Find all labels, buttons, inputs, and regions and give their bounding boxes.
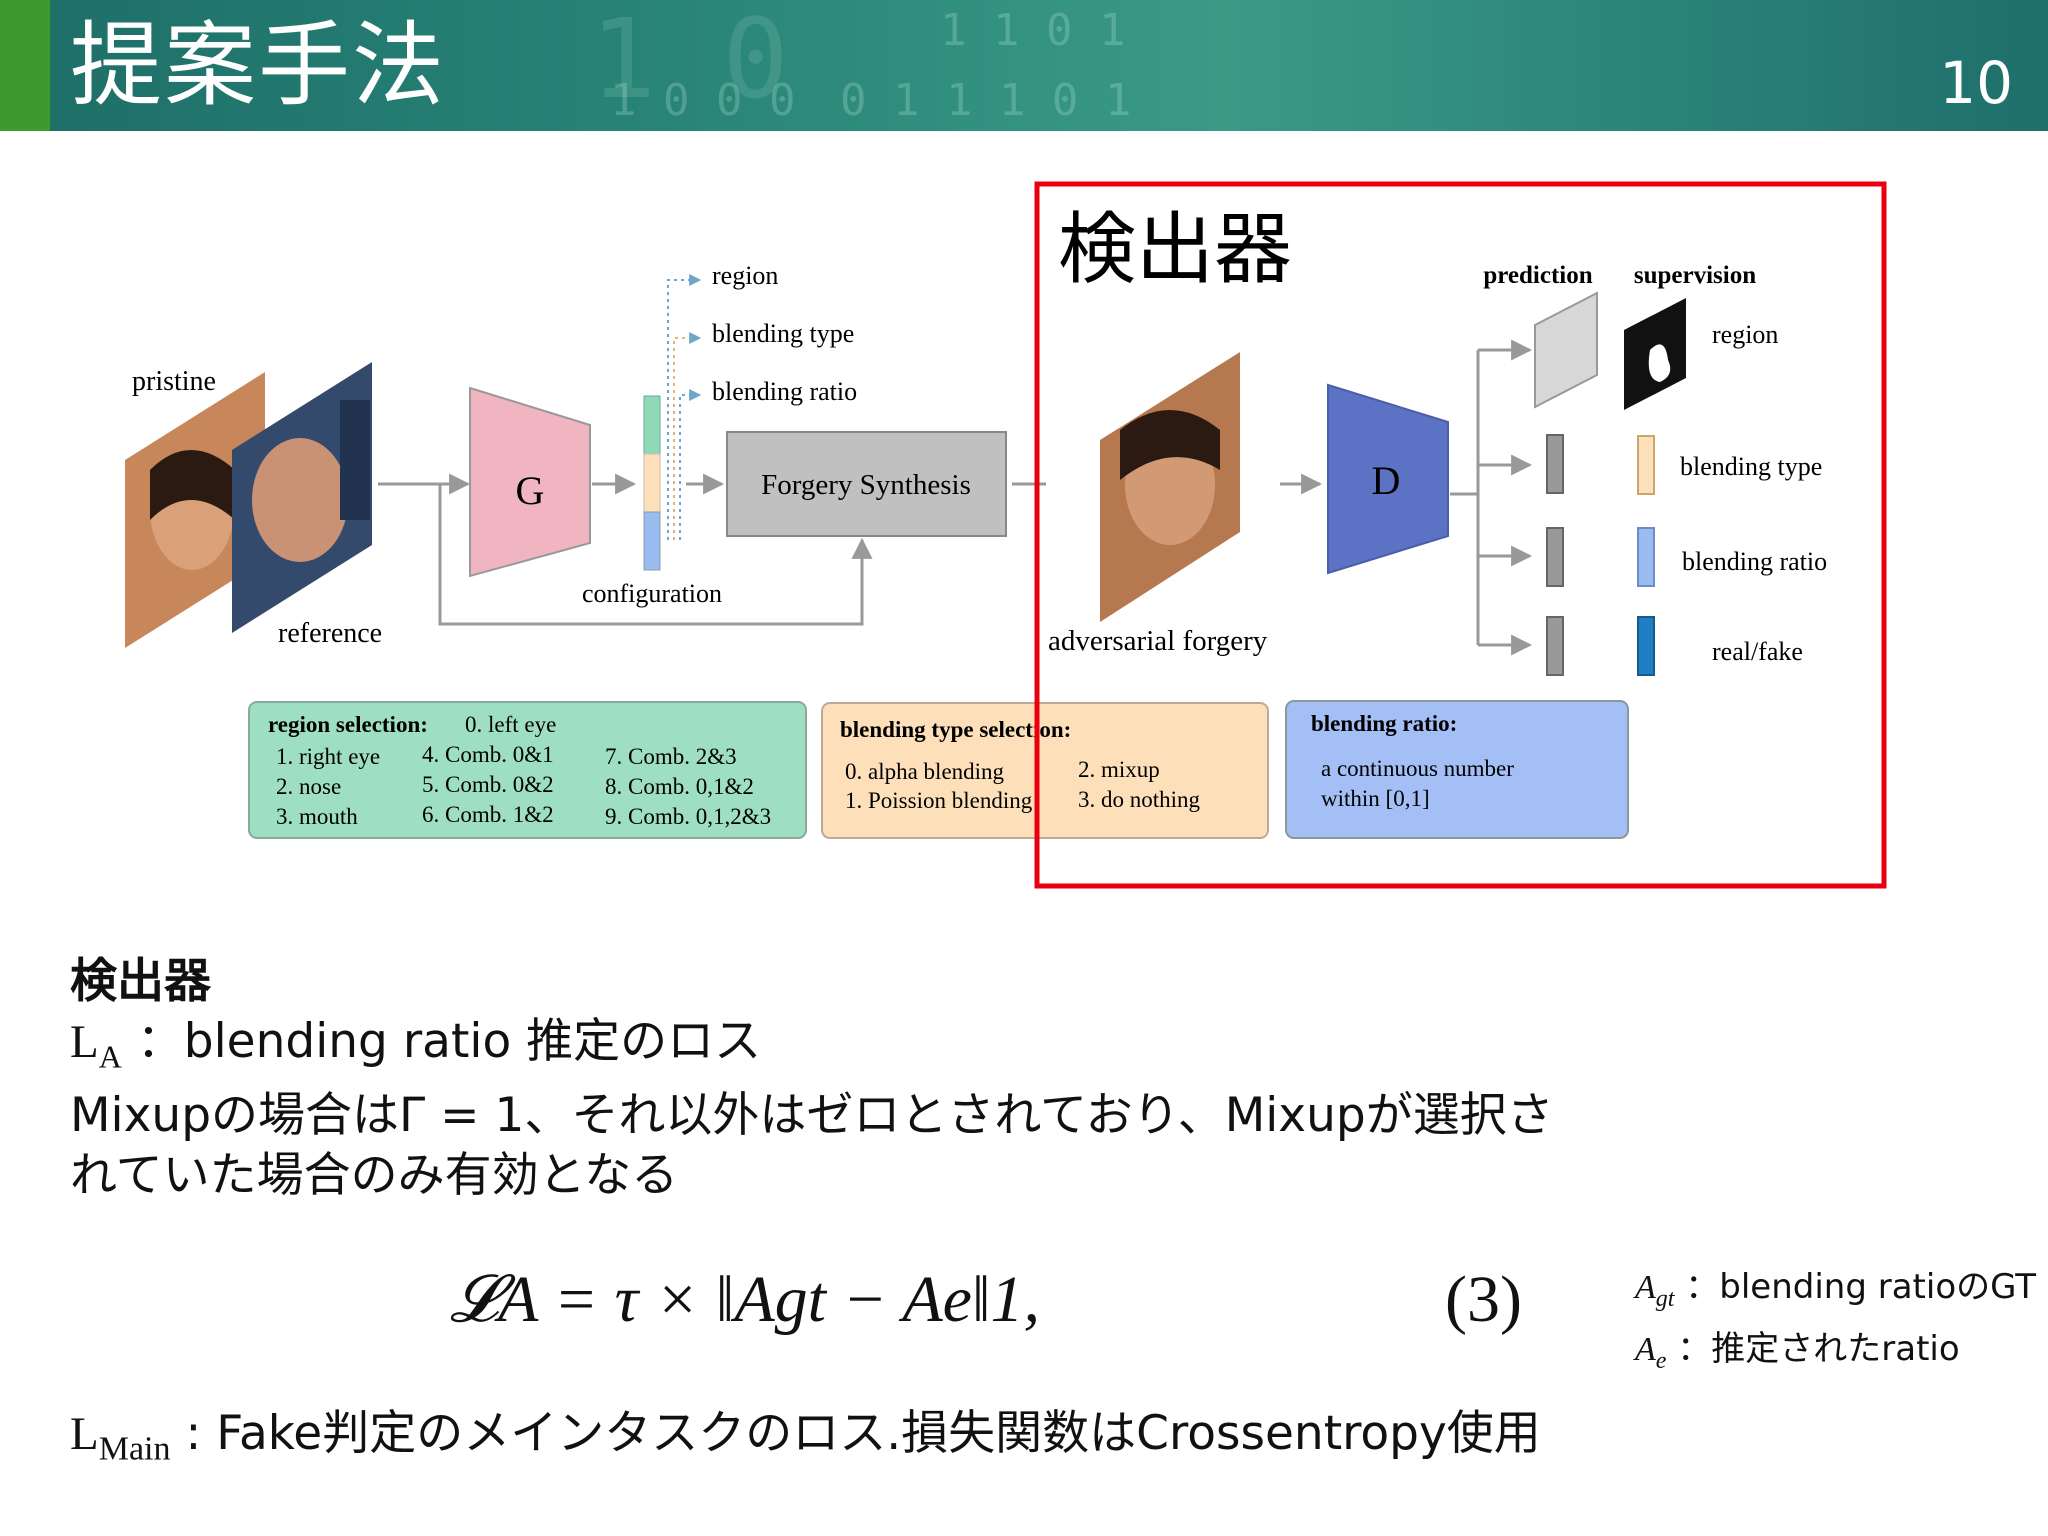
page-number: 10 — [1939, 49, 2013, 117]
region-option: 7. Comb. 2&3 — [605, 744, 737, 769]
output-blending-type-label: blending type — [712, 319, 854, 348]
discriminator-block — [1327, 383, 1449, 575]
explanation-text: 検出器 LA ：blending ratio 推定のロス Mixupの場合はΓ … — [70, 952, 1670, 1206]
output-blending-ratio-label: blending ratio — [712, 377, 857, 406]
pristine-label: pristine — [132, 366, 216, 397]
supervision-header: supervision — [1634, 262, 1756, 289]
section-heading: 検出器 — [70, 954, 211, 1009]
blending-ratio-text: within [0,1] — [1321, 786, 1430, 811]
discriminator-label: D — [1372, 458, 1401, 503]
blending-ratio-text: a continuous number — [1321, 756, 1514, 781]
blending-ratio-title: blending ratio: — [1311, 711, 1457, 736]
la-symbol: L — [70, 1016, 99, 1068]
forgery-synthesis-block — [726, 431, 1007, 537]
region-option: 0. left eye — [465, 712, 556, 737]
blending-type-option: 3. do nothing — [1078, 787, 1201, 812]
background-digits: 1 0 0 0 — [610, 75, 796, 126]
detector-highlight-box — [1034, 181, 1887, 889]
arrow — [438, 484, 873, 626]
slide-title: 提案手法 — [70, 12, 447, 119]
la-subscript: A — [98, 1038, 122, 1075]
generator-label: G — [516, 468, 545, 513]
supervision-blending-type-label: blending type — [1680, 452, 1822, 481]
region-option: 4. Comb. 0&1 — [422, 742, 554, 767]
slide-header: 1 1 0 1 0 1 1 1 0 1 1 0 1 0 0 0 提案手法 10 — [0, 0, 2048, 131]
config-region-cell — [643, 395, 661, 455]
output-region-label: region — [712, 261, 778, 290]
region-option: 5. Comb. 0&2 — [422, 772, 554, 797]
region-option: 1. right eye — [276, 744, 380, 769]
loss-equation: 𝓛A = τ × ‖Agt − Ae‖1, — [450, 1263, 1040, 1336]
supervision-real-fake-label: real/fake — [1712, 637, 1803, 666]
equation-notes: Agt ：blending ratioのGT Ae ：推定されたratio — [1635, 1262, 2036, 1386]
note-ae: Ae ：推定されたratio — [1635, 1328, 1960, 1374]
blending-type-selection-box — [821, 702, 1269, 839]
blending-type-option: 2. mixup — [1078, 757, 1160, 782]
dotted-connector — [673, 332, 702, 540]
region-option: 3. mouth — [276, 804, 358, 829]
forgery-synthesis-label: Forgery Synthesis — [761, 469, 971, 501]
method-diagram: pristine reference G configuration regio… — [125, 181, 1887, 889]
la-description-text: ：blending ratio 推定のロス — [136, 1014, 762, 1069]
supervision-blending-ratio-label: blending ratio — [1682, 547, 1827, 576]
supervision-blending-ratio — [1637, 527, 1655, 587]
supervision-blending-type — [1637, 435, 1655, 495]
lmain-subscript: Main — [98, 1430, 171, 1468]
reference-label: reference — [278, 618, 382, 649]
predicted-blending-ratio — [1546, 527, 1564, 587]
generator-block — [469, 386, 591, 578]
dotted-connector — [679, 389, 702, 540]
predicted-blending-type — [1546, 434, 1564, 494]
lmain-symbol: L — [70, 1408, 99, 1460]
region-option: 9. Comb. 0,1,2&3 — [605, 804, 771, 829]
predicted-region-map — [1534, 291, 1598, 409]
region-selection-title: region selection: — [268, 712, 428, 737]
predicted-real-fake — [1546, 616, 1564, 676]
blending-type-option: 1. Poission blending — [845, 788, 1033, 813]
supervision-region-shape — [1648, 344, 1671, 382]
lmain-description: LMain : Fake判定のメインタスクのロス.損失関数はCrossentro… — [70, 1394, 1541, 1468]
region-selection-box — [248, 701, 807, 839]
lmain-text: : Fake判定のメインタスクのロス.損失関数はCrossentropy使用 — [185, 1406, 1541, 1461]
config-type-cell — [643, 453, 661, 513]
adversarial-forgery-face-image — [1100, 352, 1240, 622]
reference-face-image — [232, 362, 372, 633]
adversarial-forgery-label: adversarial forgery — [1048, 625, 1268, 657]
note-agt: Agt ：blending ratioのGT — [1635, 1267, 2037, 1312]
background-digits: 0 1 1 1 0 1 — [840, 75, 1132, 126]
dotted-connector — [667, 274, 702, 540]
config-ratio-cell — [643, 511, 661, 571]
prediction-header: prediction — [1483, 262, 1592, 289]
configuration-label: configuration — [582, 579, 722, 608]
supervision-real-fake — [1637, 616, 1655, 676]
supervision-region-label: region — [1712, 320, 1778, 349]
region-option: 8. Comb. 0,1&2 — [605, 774, 754, 799]
equation-number: (3) — [1445, 1263, 1522, 1336]
blending-ratio-box — [1285, 700, 1629, 839]
region-option: 6. Comb. 1&2 — [422, 802, 554, 827]
detector-highlight-label: 検出器 — [1058, 205, 1292, 295]
pristine-face-image — [125, 372, 265, 648]
mixup-condition-line-1: Mixupの場合はΓ = 1、それ以外はゼロとされており、Mixupが選択さ — [70, 1088, 1554, 1144]
header-accent-bar — [0, 0, 50, 131]
background-digits: 1 1 0 1 — [940, 5, 1126, 56]
mixup-condition-line-2: れていた場合のみ有効となる — [70, 1148, 679, 1204]
region-option: 2. nose — [276, 774, 341, 799]
background-digits: 1 0 — [590, 0, 789, 123]
la-description: LA ：blending ratio 推定のロス — [70, 1012, 1670, 1086]
blending-type-option: 0. alpha blending — [845, 759, 1005, 784]
blending-type-title: blending type selection: — [840, 717, 1071, 742]
